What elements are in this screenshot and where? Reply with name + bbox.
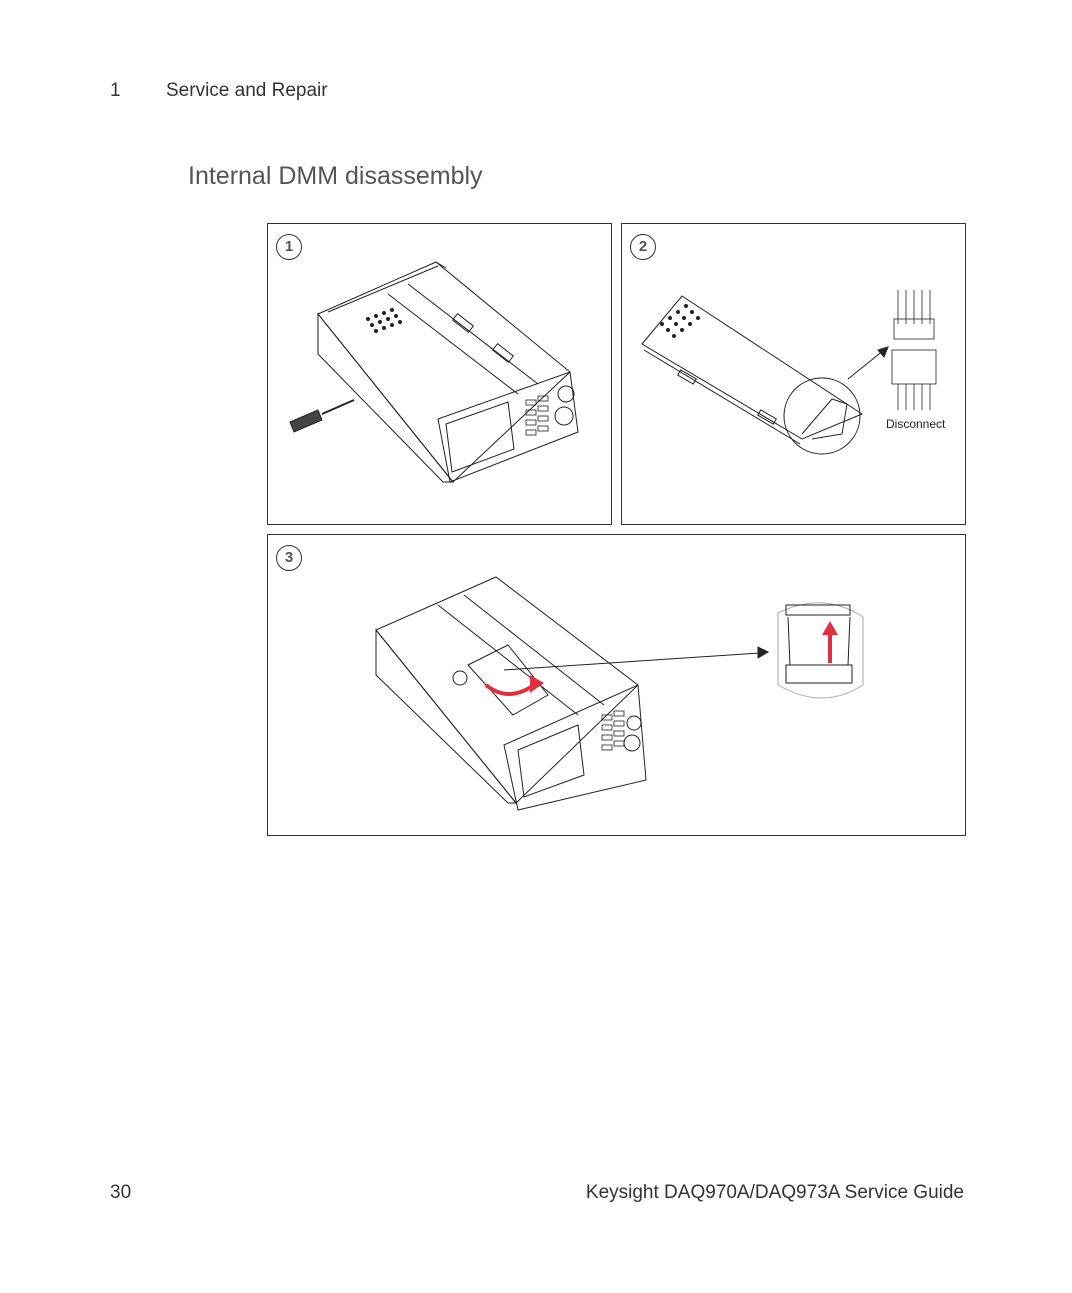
cover-connector-illustration [622, 224, 965, 524]
page-number: 30 [110, 1182, 131, 1204]
section-title: Internal DMM disassembly [188, 162, 483, 191]
disconnect-callout: Disconnect [886, 417, 945, 431]
figure-panel-1: 1 [267, 223, 612, 525]
chapter-title: Service and Repair [166, 80, 328, 102]
chapter-number: 1 [110, 80, 121, 102]
guide-title: Keysight DAQ970A/DAQ973A Service Guide [586, 1182, 964, 1204]
figure-panel-2: 2 Disconnect [621, 223, 966, 525]
dmm-removal-illustration [268, 535, 965, 835]
figure-panel-3: 3 [267, 534, 966, 836]
chassis-screwdriver-illustration [268, 224, 611, 524]
